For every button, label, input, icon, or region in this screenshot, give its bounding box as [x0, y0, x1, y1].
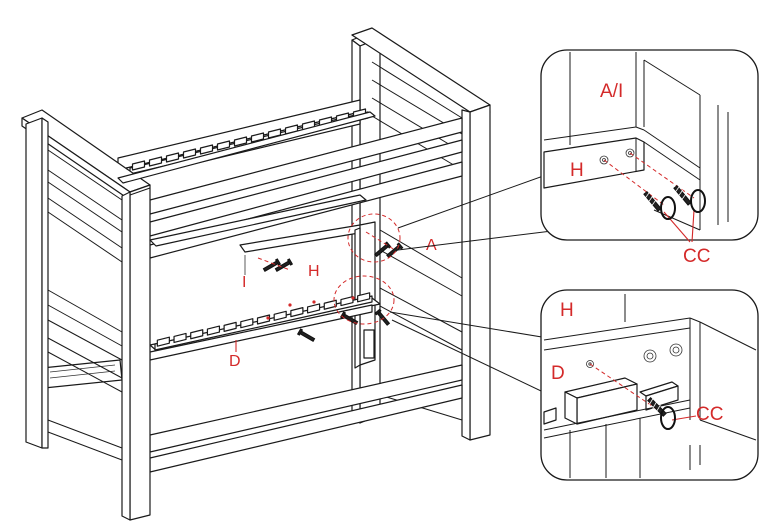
detail-circle-a	[347, 213, 401, 263]
inset-bottom-cc-label: CC	[696, 404, 723, 425]
slat-block	[206, 325, 221, 336]
slat-block	[357, 292, 371, 303]
inset-bottom-detail: H D CC	[540, 289, 759, 481]
bunk-bed-frame	[21, 27, 491, 521]
label-i: I	[242, 274, 246, 291]
label-d: D	[229, 353, 241, 370]
slat-block	[165, 152, 180, 163]
slat-block	[190, 329, 204, 340]
screw-icon	[296, 328, 316, 342]
slat-block	[223, 321, 237, 332]
slat-block	[182, 148, 197, 159]
slat-block	[131, 160, 146, 171]
screw-icon	[643, 190, 662, 212]
slat-block	[306, 303, 321, 314]
screw-icon	[673, 184, 692, 206]
slat-block	[290, 307, 304, 318]
slat-block	[240, 318, 254, 329]
screw-icon	[262, 258, 282, 272]
lower-slats	[154, 292, 373, 351]
inset-top-cc-label: CC	[683, 246, 710, 267]
inset-top-detail: A/I H CC	[540, 49, 759, 267]
inset-top-h-label: H	[570, 160, 584, 181]
inset-bottom-d-label: D	[551, 363, 565, 384]
screw-icon	[374, 241, 392, 258]
washer-icon	[660, 196, 676, 220]
slat-block	[340, 295, 354, 307]
slat-block	[233, 136, 248, 147]
slat-block	[256, 314, 271, 325]
detail-circle-h	[333, 275, 395, 325]
washer-icon	[690, 189, 706, 213]
slat-block	[148, 156, 163, 167]
washer-icon	[660, 406, 676, 430]
label-h: H	[308, 263, 320, 280]
slat-block	[323, 299, 337, 310]
center-bracket	[239, 221, 376, 369]
slat-block	[199, 144, 214, 155]
inset-bottom-title: H	[560, 300, 574, 321]
screw-icon	[274, 258, 294, 272]
lower-bed-rails	[149, 364, 463, 473]
inset-top-title: A/I	[600, 81, 623, 102]
slat-block	[156, 336, 170, 347]
slat-block	[173, 332, 187, 344]
upper-slats-front	[149, 194, 367, 247]
lower-side-slats	[41, 359, 123, 389]
slat-block	[273, 310, 287, 321]
upper-slat-rail	[117, 111, 376, 184]
callout-lines	[389, 169, 561, 401]
slat-block	[216, 140, 231, 151]
inset-top-frame	[540, 49, 759, 241]
slat-block	[250, 132, 265, 143]
left-headboard	[21, 109, 151, 521]
inset-bottom-frame	[540, 289, 759, 481]
